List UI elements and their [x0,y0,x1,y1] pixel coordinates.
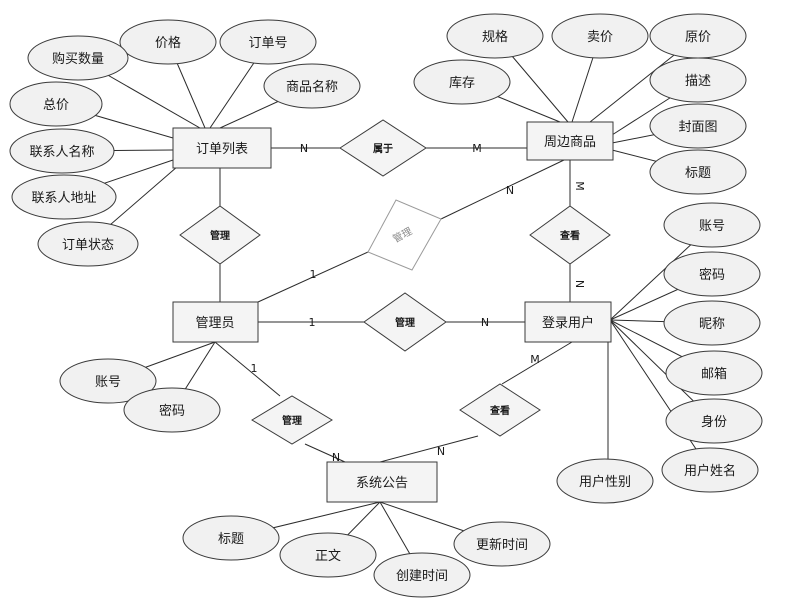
attr-user-nickname: 昵称 [663,300,761,346]
card-admin-user-admin: 1 [309,316,316,329]
rel-view-merch-label: 查看 [559,229,580,242]
svg-text:创建时间: 创建时间 [396,569,448,584]
svg-text:描述: 描述 [685,74,711,89]
entity-user-label: 登录用户 [542,315,594,331]
svg-text:联系人名称: 联系人名称 [29,144,94,160]
rel-admin-user-label: 管理 [395,316,415,329]
attr-user-gender: 用户性别 [556,458,654,504]
attr-merch-title: 标题 [649,149,747,195]
attr-order-quantity: 购买数量 [27,35,129,81]
svg-text:账号: 账号 [699,219,725,234]
svg-text:标题: 标题 [218,532,244,547]
rel-belongs: 属于 [339,119,427,177]
attr-merch-cover: 封面图 [649,103,747,149]
attr-order-status: 订单状态 [37,221,139,267]
svg-text:用户姓名: 用户姓名 [684,463,736,479]
svg-text:订单号: 订单号 [248,36,287,51]
attr-order-total: 总价 [9,81,103,127]
card-belongs-merch: M [472,142,482,155]
card-admin-notice-admin: 1 [251,362,258,375]
attr-user-account: 账号 [663,202,761,248]
attr-notice-updated: 更新时间 [453,521,551,567]
attr-admin-account: 账号 [59,358,157,404]
attr-order-price: 价格 [119,19,217,65]
svg-text:原价: 原价 [685,30,711,45]
entity-admin: 管理员 [172,301,259,343]
rel-view-merch: 查看 [529,205,611,265]
attr-notice-body: 正文 [279,532,377,578]
attr-user-real-name: 用户姓名 [661,447,759,493]
svg-text:卖价: 卖价 [587,30,613,45]
card-view-notice-user: M [530,353,540,366]
rel-admin-merch: 管理 [367,199,442,271]
rel-admin-order: 管理 [179,205,261,265]
attr-merch-spec: 规格 [446,13,544,59]
svg-text:密码: 密码 [699,267,725,283]
svg-text:账号: 账号 [95,375,121,390]
svg-text:购买数量: 购买数量 [52,51,104,67]
attr-merch-sale-price: 卖价 [551,13,649,59]
attr-order-product-name: 商品名称 [263,63,361,109]
svg-text:标题: 标题 [685,166,711,181]
attr-merch-description: 描述 [649,57,747,103]
attr-notice-title: 标题 [182,515,280,561]
card-view-merch-user: N [573,280,586,288]
attr-merch-original-price: 原价 [649,13,747,59]
entity-notice: 系统公告 [326,461,438,503]
entity-order-list-label: 订单列表 [196,142,248,157]
card-admin-notice-notice: N [332,451,340,464]
entity-notice-label: 系统公告 [356,476,408,491]
entity-merch-label: 周边商品 [544,135,596,150]
rel-view-notice-label: 查看 [489,404,510,417]
svg-text:库存: 库存 [449,75,475,91]
entity-user: 登录用户 [524,301,612,343]
svg-text:身份: 身份 [701,414,727,430]
rel-view-notice: 查看 [459,383,541,437]
attr-merch-stock: 库存 [413,59,511,105]
rel-admin-notice: 管理 [251,395,333,445]
rel-belongs-label: 属于 [373,143,393,155]
attr-order-contact-address: 联系人地址 [11,174,117,220]
svg-text:订单状态: 订单状态 [62,238,114,253]
svg-text:邮箱: 邮箱 [701,366,727,382]
attr-user-identity: 身份 [665,398,763,444]
card-belongs-order: N [300,142,308,155]
svg-text:更新时间: 更新时间 [476,537,528,553]
svg-text:封面图: 封面图 [678,120,717,135]
svg-text:商品名称: 商品名称 [286,79,338,95]
card-admin-merch-merch: N [506,184,514,197]
svg-text:正文: 正文 [315,549,341,564]
rel-admin-user: 管理 [363,292,447,352]
svg-text:价格: 价格 [155,35,181,51]
cardinality-labels: N M N 1 M N 1 N 1 N N M [251,142,587,464]
rel-admin-order-label: 管理 [210,229,230,242]
rel-admin-notice-label: 管理 [282,414,302,427]
svg-text:昵称: 昵称 [699,317,725,332]
attr-order-contact-name: 联系人名称 [9,128,115,174]
svg-text:总价: 总价 [43,98,69,113]
svg-text:规格: 规格 [482,29,508,45]
card-admin-merch-admin: 1 [310,268,317,281]
attr-admin-password: 密码 [123,387,221,433]
attr-user-password: 密码 [663,251,761,297]
svg-text:密码: 密码 [159,403,185,419]
attr-notice-created: 创建时间 [373,552,471,598]
attr-order-number: 订单号 [219,19,317,65]
attr-user-email: 邮箱 [665,350,763,396]
entity-merch: 周边商品 [526,121,614,161]
svg-text:联系人地址: 联系人地址 [31,191,96,206]
entity-order-list: 订单列表 [172,127,272,169]
card-view-merch-merch: M [573,181,586,191]
card-view-notice-notice: N [437,445,445,458]
svg-text:用户性别: 用户性别 [579,474,631,490]
entity-admin-label: 管理员 [195,316,234,331]
card-admin-user-user: N [481,316,489,329]
